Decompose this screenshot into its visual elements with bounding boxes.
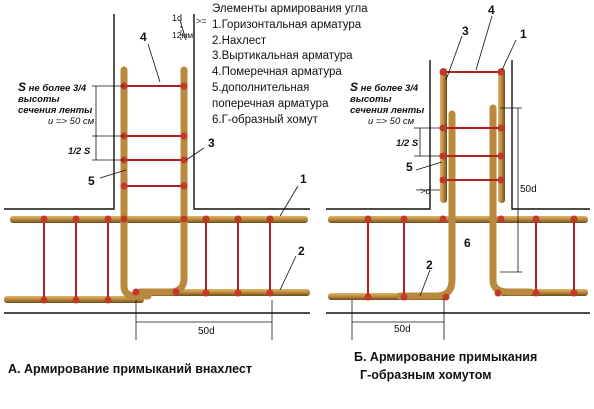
- horizontal-rebar-a-top: [10, 216, 308, 223]
- ge-label: >=: [196, 16, 207, 26]
- legend-item: 4.Померечная арматура: [212, 66, 342, 79]
- tag-5-b: 5: [406, 160, 413, 174]
- foundation-outline-a-right: [193, 14, 310, 210]
- tag-3-b: 3: [462, 24, 469, 38]
- tag-3-a: 3: [208, 136, 215, 150]
- twelve-mm-label: 12мм: [172, 30, 194, 40]
- caption-b-line2: Г-образным хомутом: [360, 368, 492, 382]
- one-d-label: 1d: [172, 13, 183, 23]
- half-s-label-a: 1/2 S: [68, 146, 91, 157]
- l-stirrup-b-left: [396, 110, 456, 300]
- tag-1-b: 1: [520, 27, 527, 41]
- legend: Элементы армирования угла 1.Горизонтальн…: [212, 2, 368, 128]
- foundation-outline-a: [4, 14, 115, 210]
- legend-item: 5.дополнительная: [212, 81, 310, 94]
- foundation-outline-b: [326, 60, 431, 210]
- half-s-label-b: 1/2 S: [396, 138, 419, 149]
- legend-item: поперечная арматура: [212, 97, 329, 110]
- fifty-d-vertical-label: 50d: [520, 184, 537, 195]
- tag-4-b: 4: [488, 3, 495, 17]
- legend-item: 1.Горизонтальная арматура: [212, 18, 362, 31]
- foundation-outline-b-right: [511, 60, 590, 210]
- caption-a: А. Армирование примыканий внахлест: [8, 362, 252, 376]
- fifty-d-label-b: 50d: [394, 324, 411, 335]
- wall-stirrups-a: [124, 85, 184, 187]
- s-rule-note-a: S не более 3/4 высоты сечения ленты u =>…: [18, 80, 95, 127]
- tag-2-a: 2: [298, 244, 305, 258]
- tag-4-a: 4: [140, 30, 147, 44]
- vertical-rebar-a-right: [136, 66, 188, 296]
- l-stirrup-b-right: [489, 104, 534, 296]
- tag-2-b: 2: [426, 258, 433, 272]
- vertical-rebar-a-left: [120, 66, 152, 300]
- fifty-d-label-a: 50d: [198, 326, 215, 337]
- legend-item: 2.Нахлест: [212, 34, 267, 47]
- legend-item: 6.Г-образный хомут: [212, 113, 318, 126]
- tag-6-b: 6: [464, 236, 471, 250]
- caption-b-line1: Б. Армирование примыкания: [354, 350, 538, 364]
- legend-title: Элементы армирования угла: [212, 3, 368, 15]
- s-rule-note-b: S не более 3/4 высоты сечения ленты u =>…: [350, 80, 425, 127]
- drawing-a: [4, 14, 310, 340]
- strip-stirrups-a: [43, 219, 271, 300]
- tag-1-a: 1: [300, 172, 307, 186]
- vertical-rebar-b-right: [498, 68, 505, 203]
- tag-5-a: 5: [88, 174, 95, 188]
- legend-item: 3.Выртикальная арматура: [212, 50, 353, 63]
- gt-d-label: >d: [420, 186, 431, 197]
- drawing-b: [326, 15, 590, 340]
- vertical-rebar-b-left: [440, 68, 447, 203]
